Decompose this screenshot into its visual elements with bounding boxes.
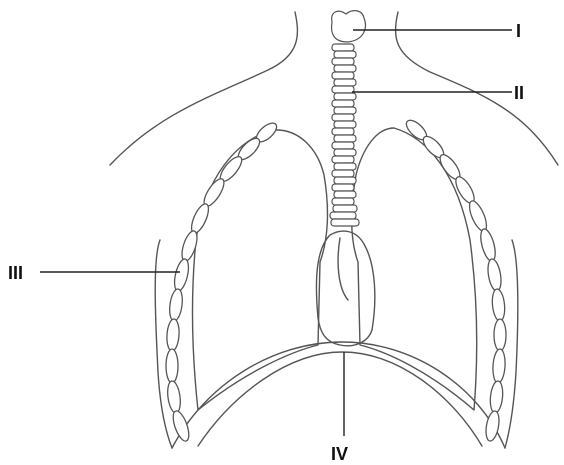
rib-cage-left (166, 120, 280, 443)
rib-segment (166, 349, 178, 383)
rib-segment (172, 258, 191, 293)
trachea-ring (332, 114, 354, 121)
label-I: I (516, 21, 521, 41)
rib-segment (486, 258, 503, 292)
trachea-ring (332, 142, 354, 149)
label-II: II (514, 83, 524, 103)
rib-segment (492, 349, 506, 384)
label-III: III (8, 263, 23, 283)
trachea-ring (332, 170, 354, 177)
trachea-ring (332, 156, 354, 163)
rib-segment (179, 229, 200, 263)
trachea-ring (334, 93, 356, 100)
trachea-ring (334, 191, 356, 198)
body-outline-left (110, 12, 297, 165)
trachea-ring (332, 100, 354, 107)
trachea-ring (332, 128, 354, 135)
trachea-ring (332, 184, 354, 191)
rib-segment (168, 288, 184, 322)
rib-segment (166, 319, 180, 352)
heart (316, 231, 374, 346)
body-side-right (505, 240, 518, 448)
trachea-ring (332, 198, 354, 205)
trachea-ring (334, 51, 356, 58)
rib-segment (188, 202, 212, 236)
trachea-ring (332, 44, 354, 51)
diaphragm-inner (198, 352, 482, 446)
rib-cage-right (403, 117, 506, 442)
trachea-ring (332, 72, 354, 79)
trachea-ring (334, 149, 356, 156)
trachea (330, 44, 359, 226)
rib-segment (466, 199, 490, 234)
trachea-ring (334, 107, 356, 114)
trachea-ring (334, 121, 356, 128)
rib-segment (170, 409, 192, 443)
rib-segment (491, 288, 506, 321)
heart-detail (338, 238, 348, 300)
label-IV: IV (331, 444, 348, 464)
rib-segment (489, 380, 504, 413)
trachea-ring (330, 212, 356, 219)
trachea-ring (334, 135, 356, 142)
trachea-ring (332, 86, 354, 93)
left-lung (192, 130, 327, 410)
trachea-ring (334, 65, 356, 72)
rib-segment (166, 380, 182, 414)
trachea-ring (333, 205, 357, 212)
trachea-ring (332, 58, 354, 65)
trachea-ring (334, 163, 356, 170)
trachea-ring (334, 177, 356, 184)
trachea-ring (334, 79, 356, 86)
trachea-ring (331, 219, 359, 226)
rib-segment (494, 319, 506, 351)
larynx (332, 11, 366, 42)
rib-segment (478, 227, 498, 262)
